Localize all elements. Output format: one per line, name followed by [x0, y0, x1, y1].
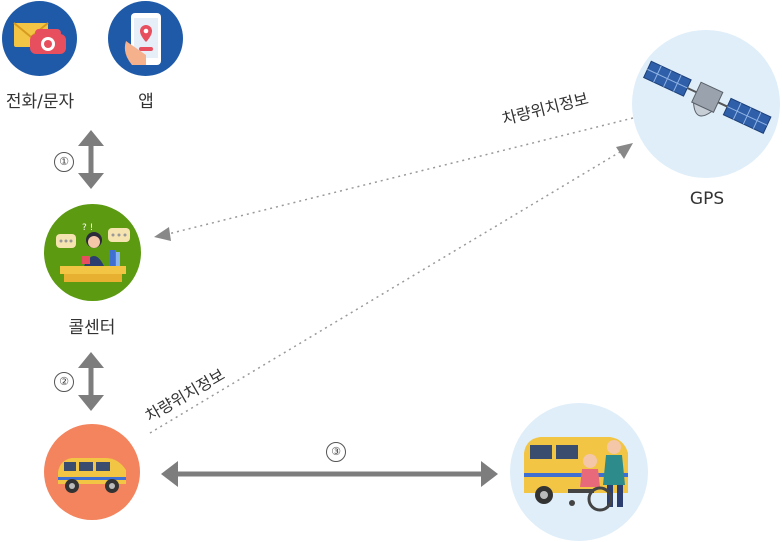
- wheelchair-user-van-icon: [524, 437, 628, 512]
- vehicle-to-gps-dotted-arrow: [149, 143, 633, 434]
- step1-double-arrow: [78, 130, 104, 189]
- app-label: 앱: [138, 92, 154, 112]
- step2-number: ②: [54, 372, 74, 392]
- step2-double-arrow: [78, 352, 104, 411]
- svg-text:? !: ? !: [82, 223, 93, 233]
- smartphone-map-icon: [124, 13, 161, 65]
- call-center-label: 콜센터: [68, 318, 116, 338]
- satellite-icon: [642, 60, 772, 134]
- call-center-node: ? !: [44, 204, 141, 301]
- envelope-telephone-icon: [13, 22, 66, 54]
- phone-sms-label: 전화/문자: [5, 92, 75, 112]
- passenger-node: [510, 403, 648, 541]
- step3-number: ③: [326, 442, 346, 462]
- gps-node: [632, 30, 780, 178]
- app-node: [108, 1, 183, 76]
- phone-sms-node: [2, 1, 77, 76]
- taxi-van-icon: [58, 458, 126, 493]
- vehicle-node: [44, 424, 140, 520]
- step1-number: ①: [54, 152, 74, 172]
- gps-to-center-dotted-arrow: [154, 117, 634, 241]
- operator-desk-icon: ? !: [56, 223, 130, 282]
- gps-label: GPS: [689, 189, 725, 209]
- step3-double-arrow: [161, 461, 498, 487]
